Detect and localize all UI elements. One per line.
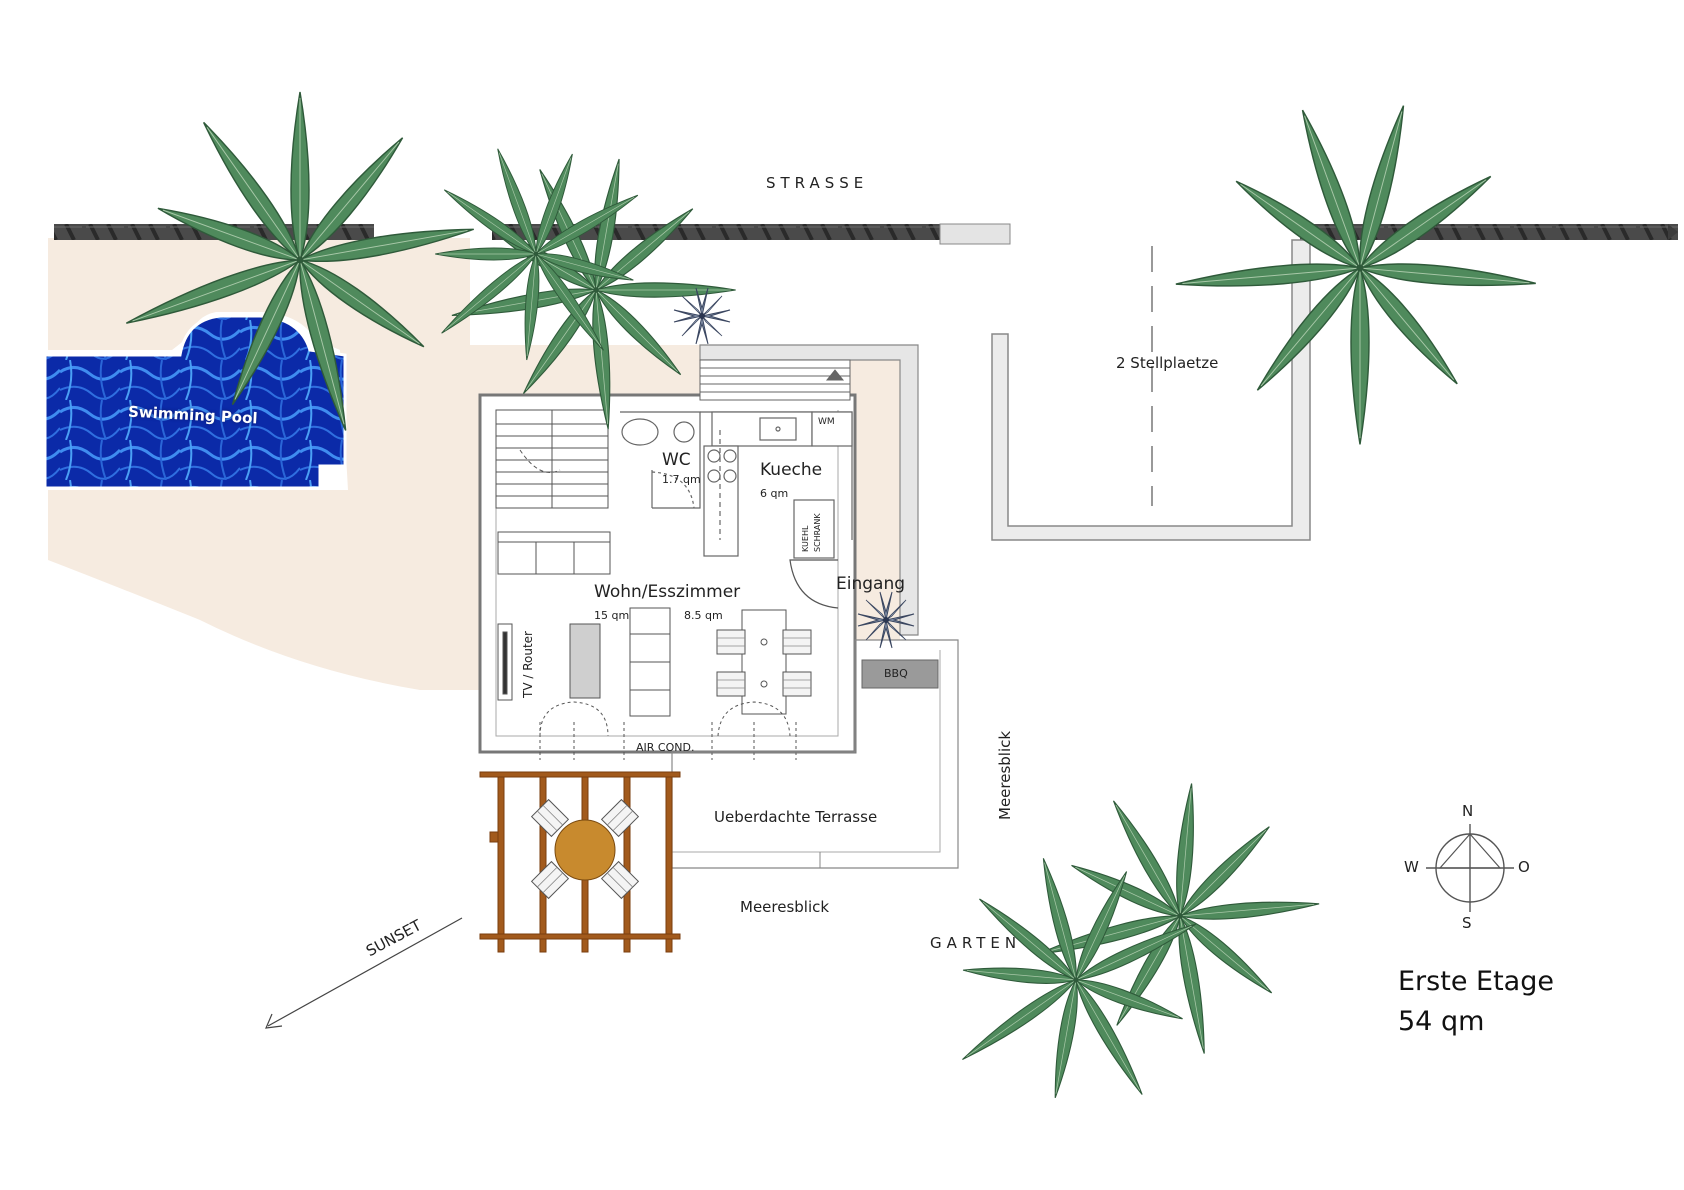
kitchen-room bbox=[700, 411, 853, 559]
floor-area: 54 qm bbox=[1398, 1006, 1485, 1037]
inner-stairs bbox=[495, 409, 609, 509]
compass-n: N bbox=[1462, 802, 1474, 820]
living-area-b: 8.5 qm bbox=[684, 609, 723, 622]
bbq bbox=[861, 659, 939, 689]
street-label: STRASSE bbox=[766, 174, 869, 192]
palm-tree bbox=[1145, 60, 1573, 480]
street-fence-right bbox=[1300, 224, 1678, 240]
small-plant bbox=[673, 287, 731, 345]
seaview-bottom-label: Meeresblick bbox=[740, 898, 830, 916]
compass-s: S bbox=[1462, 914, 1472, 932]
wc-room bbox=[620, 411, 701, 509]
dining-set bbox=[716, 609, 812, 715]
terrace-label: Ueberdachte Terrasse bbox=[714, 808, 878, 826]
compass-w: W bbox=[1404, 858, 1419, 876]
kitchen-name: Kueche bbox=[760, 460, 823, 480]
floor-title: Erste Etage bbox=[1398, 966, 1554, 997]
outer-stairs bbox=[699, 359, 851, 401]
entrance-door bbox=[789, 559, 839, 609]
patio-doors bbox=[539, 701, 797, 760]
sunset-arrow bbox=[265, 917, 463, 1029]
compass-o: O bbox=[1518, 858, 1530, 876]
living-area-a: 15 qm bbox=[594, 609, 630, 622]
seaview-side-label: Meeresblick bbox=[996, 730, 1014, 820]
washer-label: WM bbox=[818, 417, 835, 427]
bbq-label: BBQ bbox=[884, 667, 908, 680]
compass-rose bbox=[1426, 824, 1514, 912]
fridge-label-1: KUEHL bbox=[801, 525, 810, 552]
tv-label: TV / Router bbox=[521, 631, 535, 698]
parking-label: 2 Stellplaetze bbox=[1116, 354, 1219, 372]
outdoor-dining bbox=[531, 799, 639, 899]
fridge-label-2: SCHRANK bbox=[813, 513, 822, 552]
kitchen-area: 6 qm bbox=[760, 487, 789, 500]
wc-area: 1.7 qm bbox=[662, 473, 701, 486]
sofa bbox=[497, 531, 611, 575]
aircond-label: AIR COND. bbox=[636, 741, 695, 754]
garden-label: GARTEN bbox=[930, 934, 1022, 952]
entrance-label: Eingang bbox=[836, 574, 906, 594]
wc-name: WC bbox=[662, 450, 691, 470]
coffee-table bbox=[569, 623, 601, 699]
fence-gate bbox=[939, 223, 1011, 245]
parking-wall bbox=[991, 239, 1311, 541]
living-name: Wohn/Esszimmer bbox=[594, 582, 741, 602]
